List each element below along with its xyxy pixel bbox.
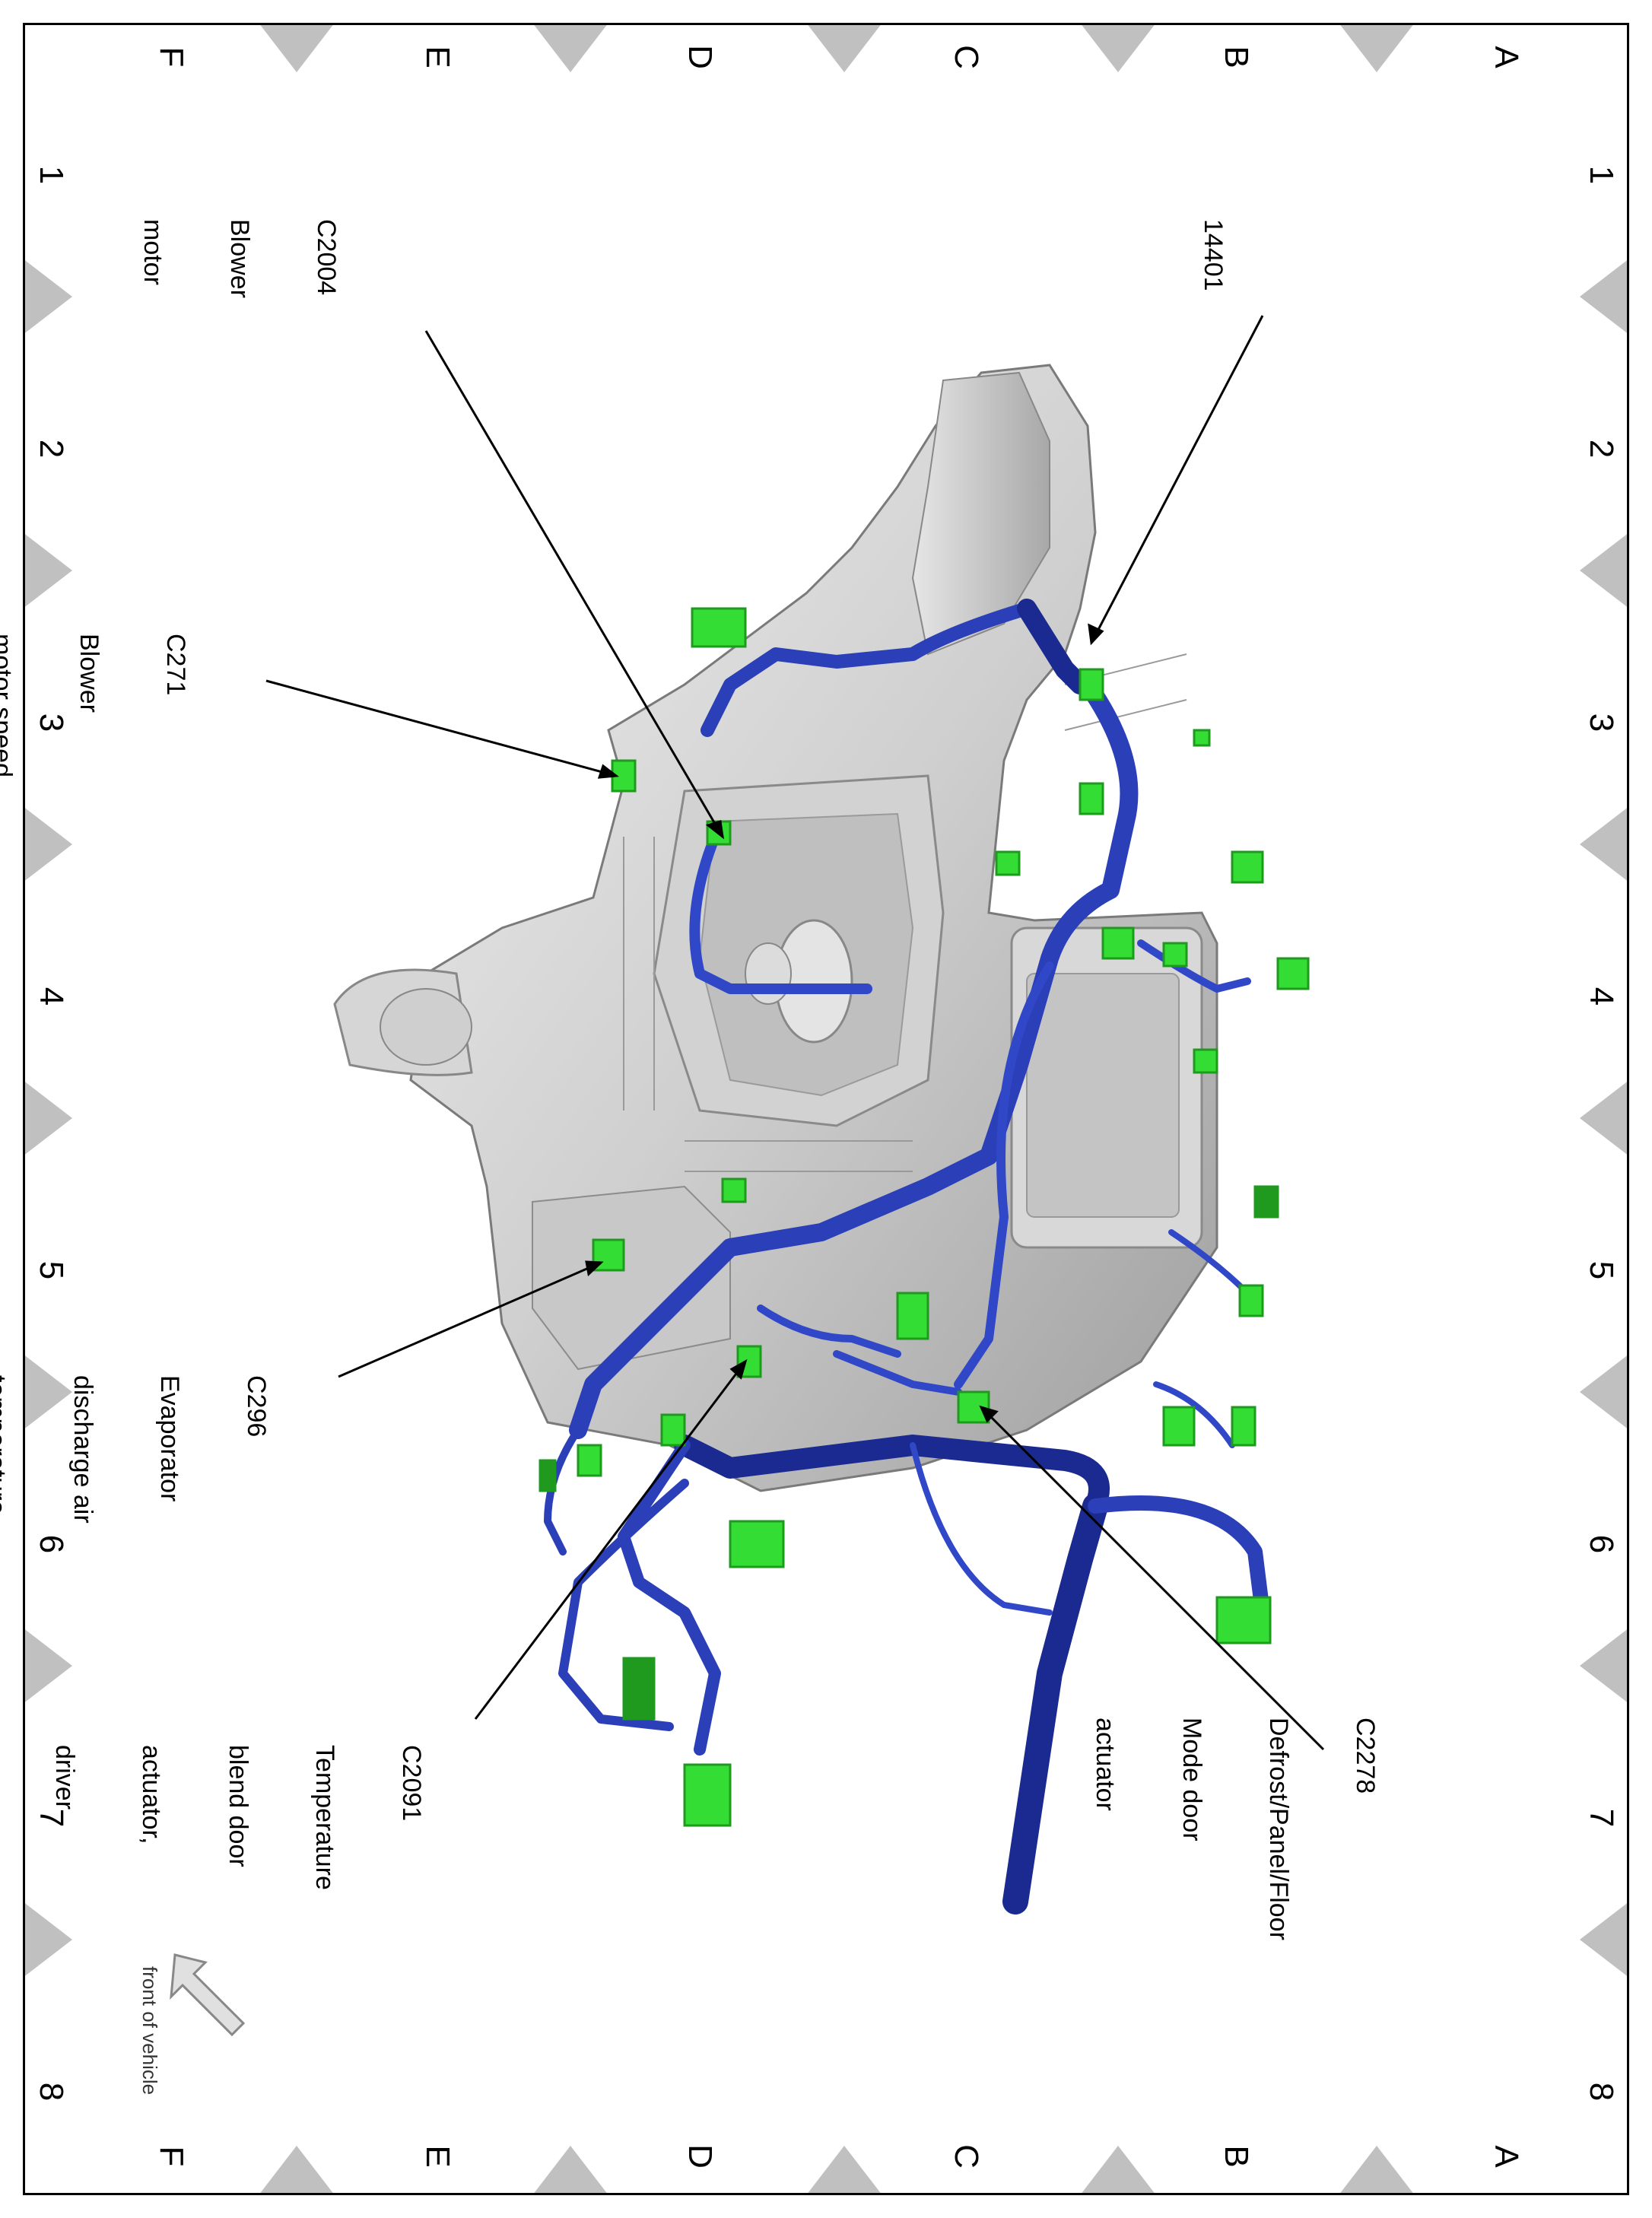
- wiring-harness: [544, 599, 1270, 1915]
- front-of-vehicle-label: front of vehicle: [138, 1966, 161, 2096]
- grid-col-label-2-right: 2: [1583, 439, 1620, 459]
- grid-col-label-5-right: 5: [1583, 1260, 1620, 1280]
- grid-row-label-f-top: F: [153, 46, 190, 68]
- grid-col-label-8-left: 8: [33, 2082, 70, 2102]
- grid-col-label-8-right: 8: [1583, 2082, 1620, 2102]
- grid-col-label-3-right: 3: [1583, 713, 1620, 732]
- callout-c2278-mode-door-actuator: C2278 Defrost/Panel/Floor Mode door actu…: [1091, 1718, 1380, 1940]
- arrow-icon: [170, 1953, 246, 2037]
- grid-row-label-a-bottom: A: [1488, 2145, 1525, 2168]
- grid-row-label-b-bottom: B: [1218, 2145, 1255, 2168]
- grid-row-label-e-bottom: E: [419, 2145, 456, 2168]
- grid-row-label-d-top: D: [681, 45, 719, 69]
- grid-col-label-4-left: 4: [33, 987, 70, 1006]
- grid-col-label-7-right: 7: [1583, 1808, 1620, 1828]
- callout-c296-evaporator-sensor: C296 Evaporator discharge air temperatur…: [0, 1375, 271, 1524]
- grid-row-label-b-top: B: [1218, 46, 1255, 68]
- leader-lines: [265, 315, 1325, 1751]
- grid-col-label-4-right: 4: [1583, 987, 1620, 1006]
- grid-row-label-f-bottom: F: [153, 2146, 190, 2167]
- grid-col-label-1-left: 1: [33, 165, 70, 185]
- grid-col-label-1-right: 1: [1583, 165, 1620, 185]
- grid-row-label-c-top: C: [948, 45, 985, 69]
- grid-row-label-a-top: A: [1488, 46, 1525, 68]
- grid-col-label-6-left: 6: [33, 1534, 70, 1554]
- grid-row-label-d-bottom: D: [681, 2144, 719, 2169]
- grid-col-label-5-left: 5: [33, 1260, 70, 1280]
- diagram-frame: [23, 23, 1629, 2195]
- callout-c2004-blower-motor: C2004 Blower motor: [138, 219, 341, 298]
- callout-c271-blower-motor-speed-control: C271 Blower motor speed control: [0, 634, 190, 777]
- callout-14401: 14401: [1199, 219, 1228, 291]
- grid-col-label-2-left: 2: [33, 439, 70, 459]
- grid-row-label-e-top: E: [419, 46, 456, 68]
- border-triangles: [23, 23, 1629, 2195]
- grid-row-label-c-bottom: C: [948, 2144, 985, 2169]
- grid-col-label-6-right: 6: [1583, 1534, 1620, 1554]
- hvac-housing: [333, 364, 1218, 1492]
- callout-c2091-temperature-blend-door-actuator: C2091 Temperature blend door actuator, d…: [50, 1745, 426, 1890]
